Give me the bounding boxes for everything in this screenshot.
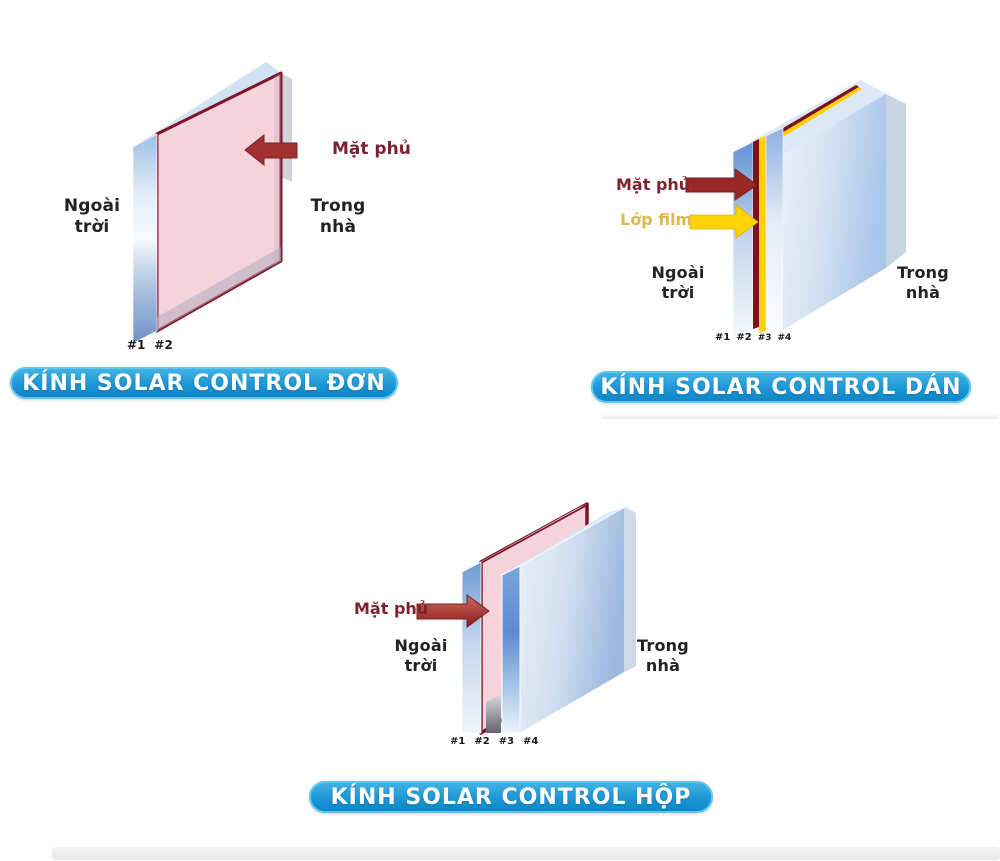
surface-number: #1 bbox=[715, 332, 731, 343]
image-artifact-smear bbox=[602, 415, 998, 419]
glass-block-face bbox=[783, 94, 886, 330]
glass-edge-strip bbox=[132, 133, 158, 344]
inside-label: Trong nhà bbox=[637, 636, 689, 675]
glass-inner-shadow-right bbox=[274, 73, 281, 265]
surface-number: #1 bbox=[450, 736, 466, 747]
film-layer bbox=[759, 136, 766, 333]
spacer-bar bbox=[486, 695, 501, 733]
film-arrow-icon bbox=[689, 204, 759, 239]
coating-arrow-icon bbox=[416, 594, 490, 628]
surface-number: #2 bbox=[154, 338, 173, 352]
coating-label: Mặt phủ bbox=[616, 175, 691, 194]
coating-label: Mặt phủ bbox=[332, 139, 411, 159]
outside-label: Ngoài trời bbox=[394, 636, 448, 675]
outside-label: Ngoài trời bbox=[651, 263, 705, 302]
surface-numbers: #1 #2 #3 #4 bbox=[450, 736, 538, 747]
surface-numbers: #1 #2 #3 #4 bbox=[715, 332, 791, 343]
surface-number: #3 bbox=[498, 736, 515, 747]
inside-label: Trong nhà bbox=[897, 263, 949, 302]
inner-glass-edge-strip bbox=[765, 127, 784, 333]
glass-block-side bbox=[625, 507, 636, 672]
surface-numbers: #1 #2 bbox=[127, 338, 173, 352]
glass-top-band-cap bbox=[860, 80, 906, 104]
coating-layer bbox=[753, 139, 759, 329]
surface-number: #4 bbox=[777, 333, 792, 343]
single-glass-graphic bbox=[132, 62, 298, 344]
coating-label: Mặt phủ bbox=[354, 599, 429, 618]
surface-number: #2 bbox=[736, 332, 752, 343]
inner-glass-edge-strip bbox=[501, 565, 521, 734]
diagram-title-banner: KÍNH SOLAR CONTROL ĐƠN bbox=[10, 367, 398, 399]
inside-label: Trong nhà bbox=[310, 196, 366, 237]
image-artifact-smear bbox=[52, 847, 1000, 860]
outer-glass-top-edge bbox=[462, 504, 587, 572]
glass-inner-shadow bbox=[157, 247, 281, 331]
diagram-title-banner: KÍNH SOLAR CONTROL DÁN bbox=[591, 371, 971, 403]
glass-top-edge bbox=[133, 62, 281, 147]
laminated-glass-graphic bbox=[685, 80, 906, 339]
glass-block-side bbox=[886, 94, 906, 268]
insulated-glass-graphic bbox=[416, 502, 636, 735]
surface-number: #4 bbox=[523, 736, 539, 747]
surface-number: #2 bbox=[474, 736, 490, 747]
coating-arrow-icon bbox=[244, 133, 298, 167]
glass-back-edge bbox=[281, 73, 292, 182]
diagram-title-banner: KÍNH SOLAR CONTROL HỘP bbox=[309, 781, 713, 813]
coating-arrow-icon bbox=[685, 168, 758, 201]
film-label: Lớp film bbox=[620, 210, 693, 229]
surface-number: #1 bbox=[127, 338, 146, 352]
outside-label: Ngoài trời bbox=[63, 196, 121, 237]
outer-glass-edge-strip bbox=[461, 561, 482, 734]
surface-number: #3 bbox=[757, 333, 772, 343]
